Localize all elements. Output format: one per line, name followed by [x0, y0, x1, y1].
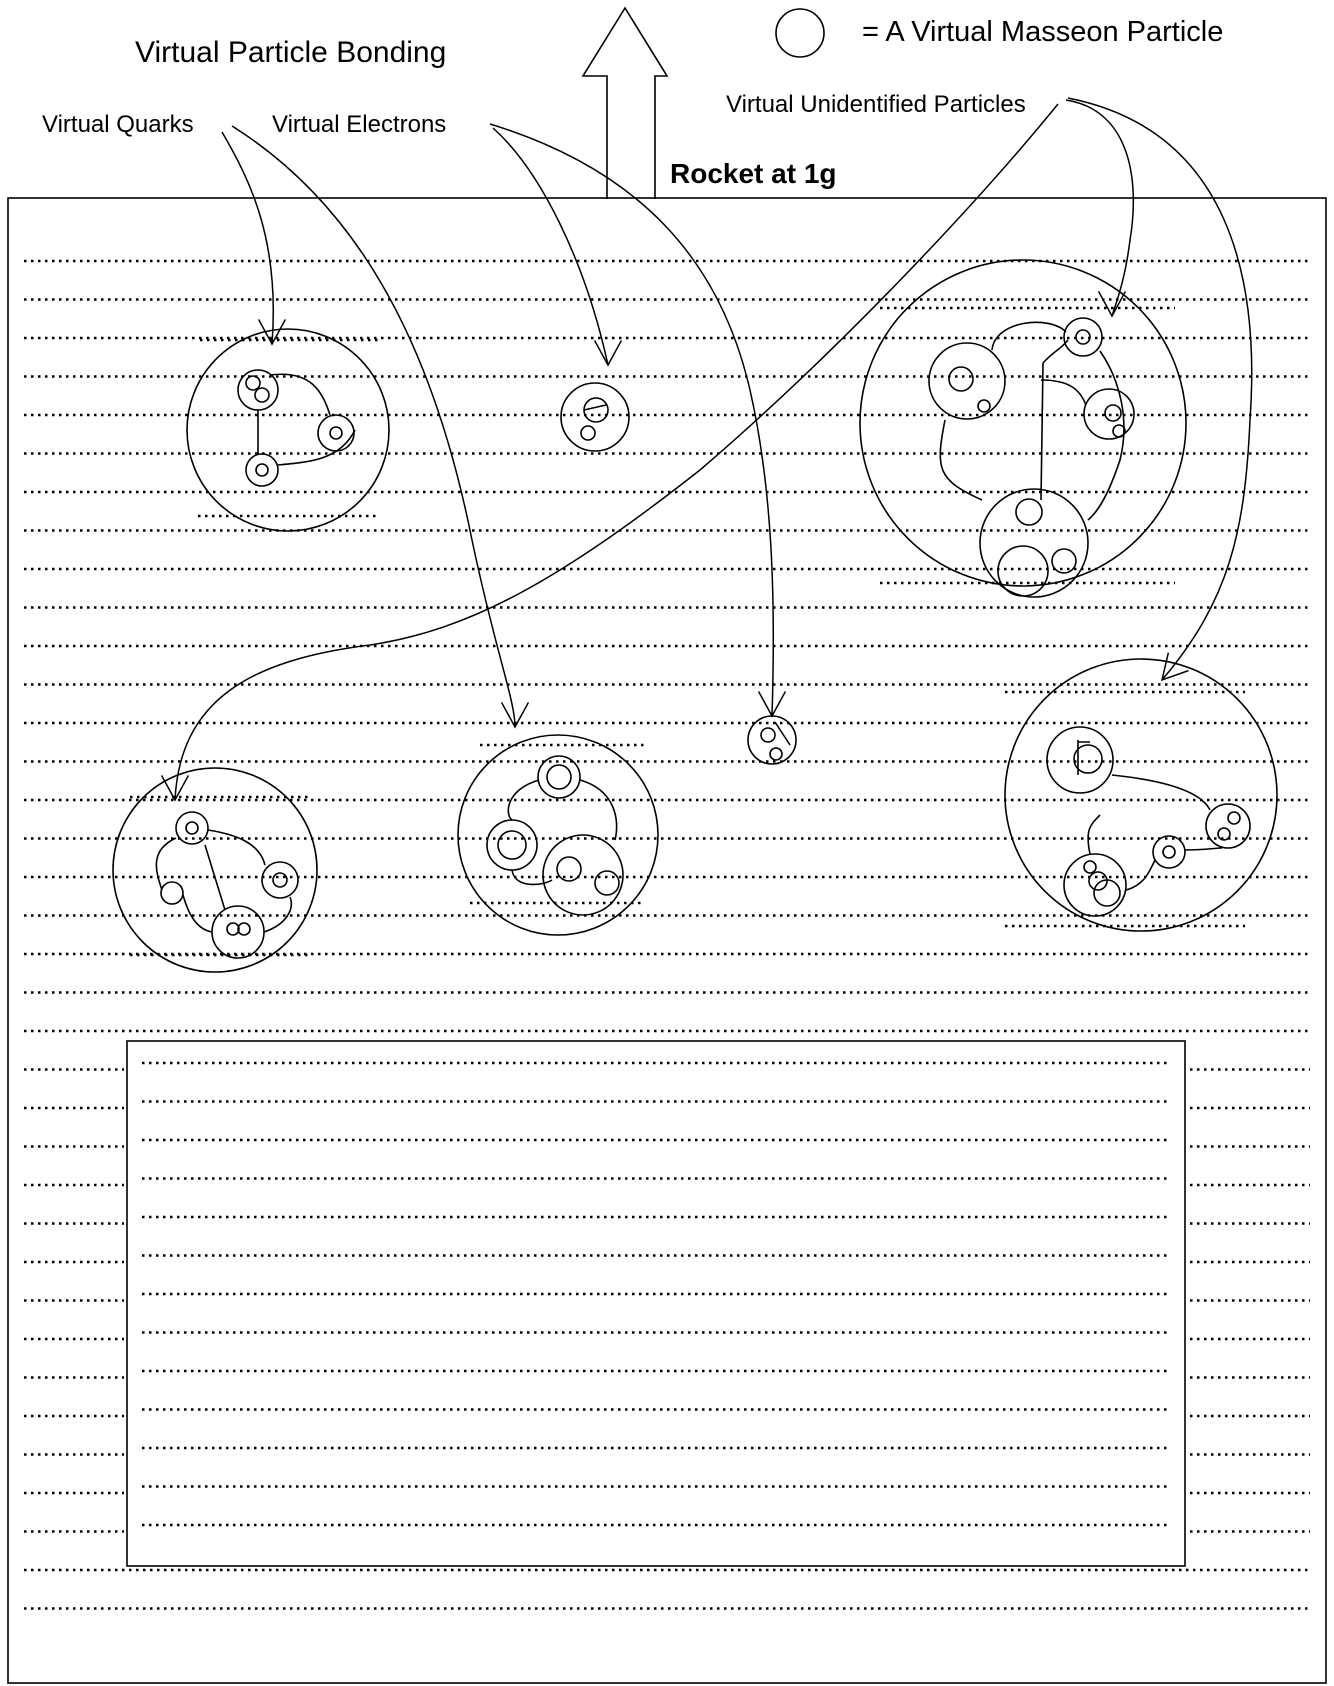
particle-circle	[929, 343, 1005, 419]
pointer-arrows	[162, 98, 1252, 800]
particle-circle	[1218, 828, 1230, 840]
particle-circle	[978, 400, 990, 412]
arrow-quarks-to-cluster-1	[222, 132, 273, 344]
particle-circle	[1016, 499, 1042, 525]
quark-cluster-2	[113, 768, 317, 972]
arrow-unidentified-to-cluster-3-head	[1099, 291, 1126, 316]
bond-line	[580, 780, 617, 840]
particle-circle	[998, 546, 1048, 596]
bond-line	[1088, 815, 1100, 854]
bond-line	[1088, 351, 1124, 520]
particle-circle	[256, 464, 268, 476]
bond-line	[508, 780, 539, 820]
particle-circle	[487, 820, 537, 870]
particle-clusters	[113, 260, 1277, 972]
particle-circle	[262, 862, 298, 898]
particle-circle	[161, 882, 183, 904]
arrow-unidentified-to-cluster-3	[1066, 100, 1133, 316]
legend-circle-icon	[776, 9, 824, 57]
particle-circle	[238, 923, 250, 935]
particle-circle	[949, 367, 973, 391]
quark-cluster-1	[187, 329, 389, 531]
particle-circle	[1163, 846, 1175, 858]
particle-circle	[1206, 804, 1250, 848]
arrow-electrons-to-cluster-6	[490, 124, 773, 716]
particle-circle	[980, 489, 1088, 597]
unidentified-cluster-2	[1005, 659, 1277, 931]
bond-line	[278, 430, 355, 465]
particle-circle	[1084, 861, 1096, 873]
particle-circle	[538, 756, 580, 798]
arrow-unidentified-to-cluster-7	[1068, 98, 1252, 680]
particle-circle	[557, 857, 581, 881]
particle-circle	[770, 748, 782, 760]
particle-circle	[246, 454, 278, 486]
particle-circle	[318, 415, 354, 451]
particle-circle	[1105, 405, 1121, 421]
particle-circle	[227, 923, 239, 935]
particle-circle	[1052, 549, 1076, 573]
arrow-quarks-to-cluster-5	[232, 126, 515, 727]
bond-line	[992, 322, 1066, 350]
electron-cluster-1	[561, 383, 629, 451]
bond-line	[1041, 363, 1043, 500]
particle-circle	[255, 388, 269, 402]
label-virtual-quarks: Virtual Quarks	[42, 111, 194, 139]
bond-line	[940, 420, 982, 500]
bond-line	[270, 374, 330, 415]
bond-line	[1112, 775, 1210, 810]
particle-circle	[761, 728, 775, 742]
particle-circle	[595, 871, 619, 895]
bond-line	[584, 405, 606, 410]
bond-line	[1126, 860, 1155, 890]
particle-circle	[1228, 812, 1240, 824]
label-virtual-unidentified-particles: Virtual Unidentified Particles	[726, 91, 1026, 119]
rocket-frame	[8, 198, 1326, 1683]
arrow-unidentified-to-cluster-4	[175, 104, 1058, 800]
particle-circle	[1153, 836, 1185, 868]
particle-circle	[273, 873, 287, 887]
particle-circle	[330, 427, 342, 439]
legend-text: = A Virtual Masseon Particle	[862, 16, 1223, 49]
particle-circle	[186, 822, 198, 834]
arrow-electrons-to-cluster-2-head	[595, 340, 622, 365]
bond-line	[1043, 340, 1068, 363]
bond-line	[1041, 380, 1086, 405]
particle-circle	[1047, 727, 1113, 793]
diagram-title: Virtual Particle Bonding	[135, 36, 446, 70]
bond-line	[208, 830, 265, 865]
bond-line	[183, 895, 212, 932]
particle-circle	[498, 831, 526, 859]
particle-circle	[581, 426, 595, 440]
bond-line	[775, 722, 790, 745]
label-virtual-electrons: Virtual Electrons	[272, 111, 446, 139]
particle-circle	[246, 376, 260, 390]
arrow-electrons-to-cluster-2	[493, 128, 608, 365]
label-rocket-at-1g: Rocket at 1g	[670, 158, 837, 190]
particle-circle	[547, 765, 571, 789]
bond-line	[512, 870, 552, 884]
bond-line	[1185, 848, 1222, 850]
dotted-field-lines	[24, 261, 1310, 1609]
